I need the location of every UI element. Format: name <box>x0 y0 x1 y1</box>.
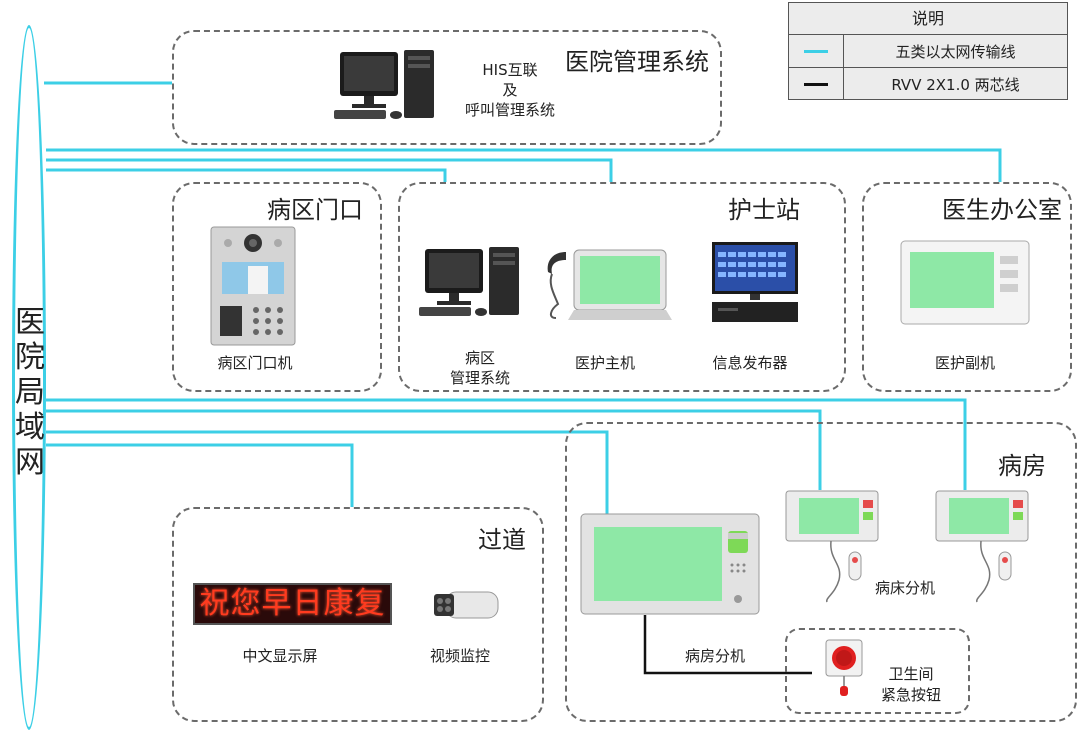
bed-unit-right-icon <box>935 490 1029 603</box>
led-display-label: 中文显示屏 <box>242 647 318 665</box>
link-nurse-station <box>46 158 613 182</box>
zone-title-hospital-management: 医院管理系统 <box>565 48 709 76</box>
bathroom-label-2: 紧急按钮 <box>880 686 941 704</box>
link-ward-entrance <box>46 168 447 182</box>
doctor-sub-station-label: 医护副机 <box>934 354 995 372</box>
his-label-3: 呼叫管理系统 <box>464 101 555 119</box>
room-unit-label: 病房分机 <box>684 647 745 665</box>
zone-doctor-office <box>862 182 1072 392</box>
legend-row-ethernet: 五类以太网传输线 <box>789 35 1067 68</box>
rvv-line-swatch <box>804 82 828 86</box>
legend: 说明 五类以太网传输线 RVV 2X1.0 两芯线 <box>788 2 1068 100</box>
led-display-screen: 祝您早日康复 <box>193 583 392 625</box>
link-bed-unit-left <box>46 409 822 490</box>
master-station-label: 医护主机 <box>574 354 635 372</box>
door-station-icon <box>210 226 296 346</box>
zone-title-doctor-office: 医生办公室 <box>942 196 1062 224</box>
ward-management-label-1: 病区 <box>464 349 495 367</box>
link-corridor <box>46 443 354 507</box>
legend-label-rvv: RVV 2X1.0 两芯线 <box>891 75 1020 94</box>
info-publisher-icon <box>712 242 798 322</box>
ethernet-line-swatch <box>804 49 828 53</box>
surveillance-camera-label: 视频监控 <box>429 647 490 665</box>
bathroom-label-1: 卫生间 <box>888 665 934 683</box>
zone-hospital-management <box>172 30 722 145</box>
zone-title-nurse-station: 护士站 <box>728 196 800 224</box>
info-publisher-label: 信息发布器 <box>712 354 788 372</box>
his-label-1: HIS互联 <box>482 61 538 79</box>
legend-row-rvv: RVV 2X1.0 两芯线 <box>789 68 1067 100</box>
zone-corridor <box>172 507 544 722</box>
ward-management-label-2: 管理系统 <box>449 369 510 387</box>
link-doctor-office <box>46 148 1002 182</box>
surveillance-camera-icon <box>434 591 499 619</box>
his-server-computer-icon <box>334 50 434 119</box>
bed-unit-left-icon <box>785 490 879 603</box>
zone-ward-room <box>565 422 1077 722</box>
zone-title-corridor: 过道 <box>478 526 526 554</box>
room-unit-icon <box>580 513 760 615</box>
emergency-button-icon <box>825 639 863 696</box>
link-room-unit <box>46 430 609 515</box>
his-label-2: 及 <box>502 81 518 99</box>
zone-bathroom <box>785 628 970 714</box>
zone-title-ward-room: 病房 <box>998 452 1046 480</box>
zone-ward-entrance <box>172 182 382 392</box>
lan-label: 医院局域网 <box>15 305 45 480</box>
legend-label-ethernet: 五类以太网传输线 <box>895 42 1016 61</box>
doctor-sub-station-icon <box>900 240 1030 325</box>
ward-management-computer-icon <box>419 247 519 316</box>
zone-title-ward-entrance: 病区门口 <box>267 196 363 224</box>
door-station-label: 病区门口机 <box>217 354 293 372</box>
link-bathroom-button <box>643 615 812 675</box>
legend-title: 说明 <box>789 3 1067 35</box>
bed-unit-label: 病床分机 <box>874 579 935 597</box>
zone-nurse-station <box>398 182 846 392</box>
master-station-phone-icon <box>547 249 672 320</box>
hospital-lan-bus <box>12 25 46 730</box>
link-bed-unit-right <box>46 398 967 490</box>
